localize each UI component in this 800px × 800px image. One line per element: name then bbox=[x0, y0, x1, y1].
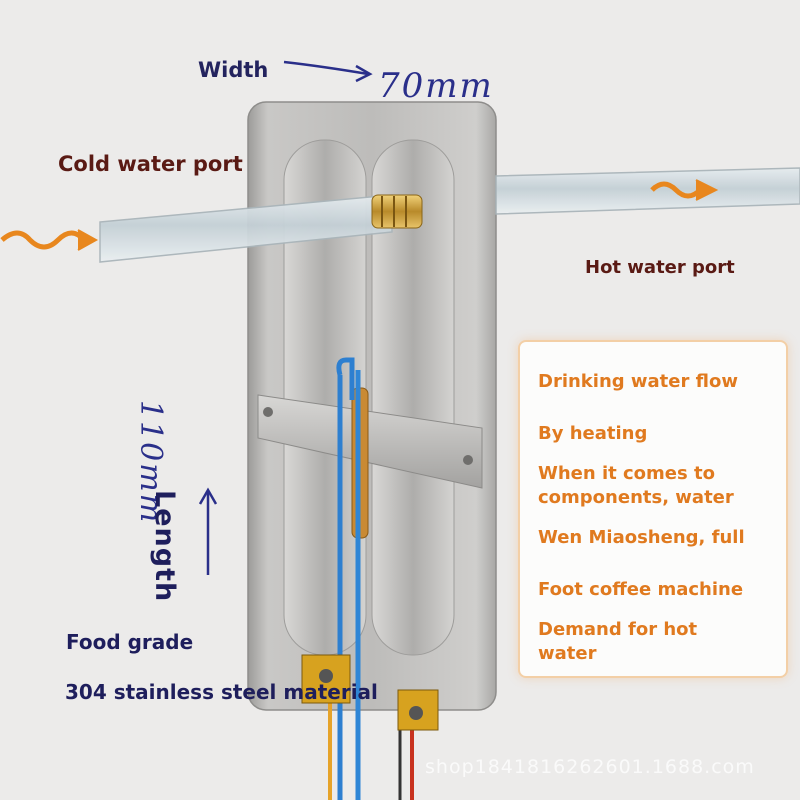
length-label: Length bbox=[149, 490, 180, 603]
callout-line: water bbox=[538, 643, 597, 664]
inflow-arrow bbox=[0, 230, 86, 250]
description-callout bbox=[518, 340, 788, 678]
blue-wire-left bbox=[336, 357, 355, 800]
material-label: 304 stainless steel material bbox=[65, 680, 378, 704]
cold-water-port-label: Cold water port bbox=[58, 152, 243, 176]
watermark: shop1841816262601.1688.com bbox=[425, 756, 755, 778]
outflow-arrow bbox=[650, 181, 702, 199]
brass-fitting bbox=[371, 194, 423, 229]
right-water-channel bbox=[371, 139, 455, 656]
cold-water-tube bbox=[99, 194, 393, 263]
callout-line: By heating bbox=[538, 423, 648, 444]
strap-hole-right bbox=[463, 455, 473, 465]
callout-line: components, water bbox=[538, 487, 734, 508]
width-label: Width bbox=[198, 58, 269, 82]
callout-line: Wen Miaosheng, full bbox=[538, 527, 745, 548]
callout-line: Foot coffee machine bbox=[538, 579, 744, 600]
strap-hole-left bbox=[263, 407, 273, 417]
hot-water-tube bbox=[495, 167, 800, 215]
hot-water-port-label: Hot water port bbox=[585, 257, 735, 278]
width-arrow bbox=[283, 60, 369, 76]
mounting-strap bbox=[257, 394, 483, 489]
width-value: 70mm bbox=[378, 66, 494, 106]
callout-line: Demand for hot bbox=[538, 619, 698, 640]
callout-line: Drinking water flow bbox=[538, 371, 738, 392]
food-grade-label: Food grade bbox=[66, 630, 194, 654]
callout-line: When it comes to bbox=[538, 463, 715, 484]
